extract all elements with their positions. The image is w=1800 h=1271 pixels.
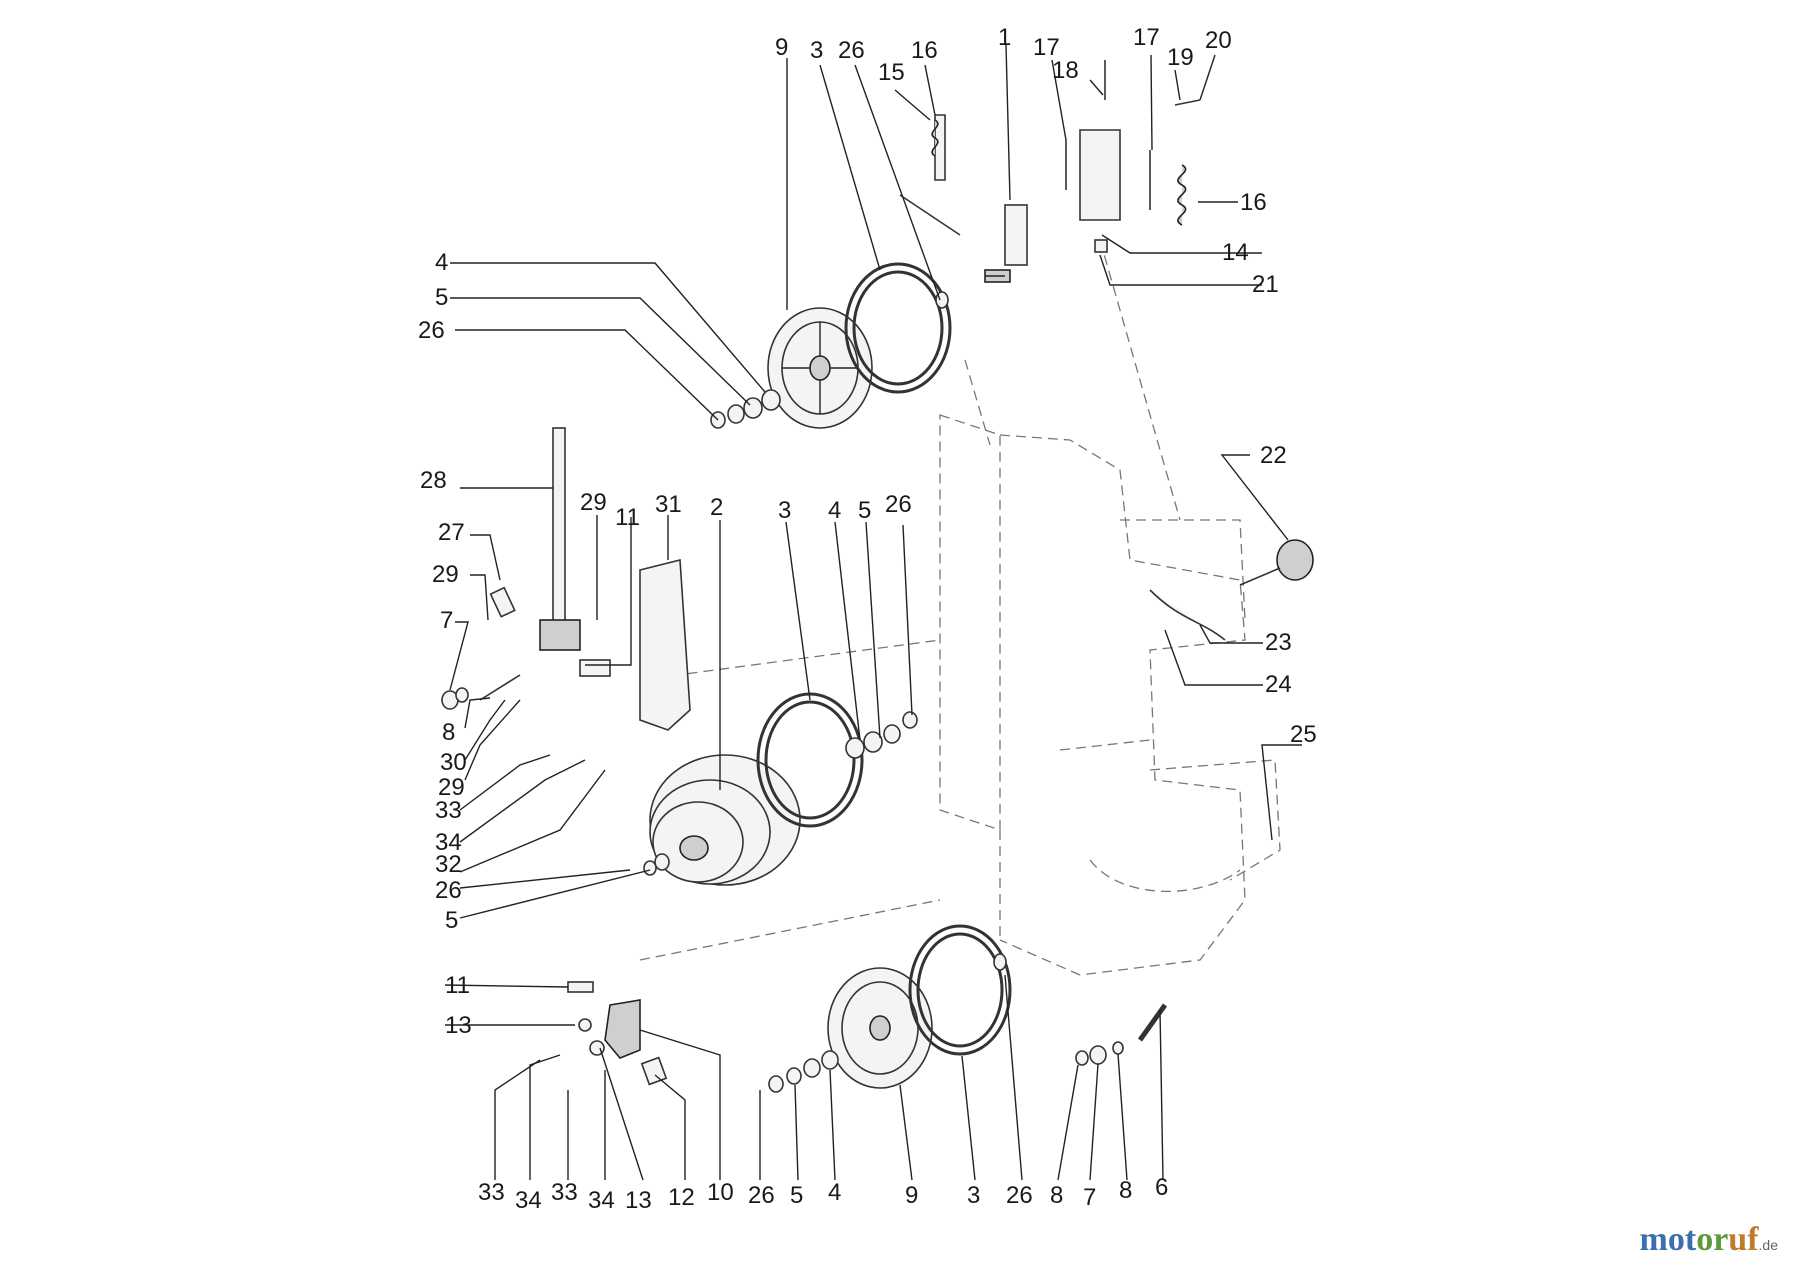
- callout-26: 26: [1006, 1182, 1033, 1209]
- callout-7: 7: [1083, 1184, 1096, 1211]
- callout-3: 3: [810, 37, 823, 64]
- lower-guide-block: [567, 981, 668, 1086]
- callout-26: 26: [418, 317, 445, 344]
- callout-4: 4: [828, 1179, 841, 1206]
- callout-32: 32: [435, 851, 462, 878]
- callout-24: 24: [1265, 671, 1292, 698]
- callout-14: 14: [1222, 239, 1249, 266]
- callout-11: 11: [445, 972, 470, 999]
- tension-knob: [1149, 539, 1314, 641]
- callout-30: 30: [440, 749, 467, 776]
- callout-22: 22: [1260, 442, 1287, 469]
- callout-4: 4: [435, 249, 448, 276]
- callout-15: 15: [878, 59, 905, 86]
- callout-9: 9: [775, 34, 788, 61]
- blade-tension-bracket: [931, 60, 1201, 253]
- callout-13: 13: [625, 1187, 652, 1214]
- callout-16: 16: [911, 37, 938, 64]
- callout-20: 20: [1205, 27, 1232, 54]
- callout-5: 5: [435, 284, 448, 311]
- callout-23: 23: [1265, 629, 1292, 656]
- callout-13: 13: [445, 1012, 472, 1039]
- callout-2: 2: [710, 494, 723, 521]
- upper-guide-post: [441, 427, 611, 710]
- callout-26: 26: [748, 1182, 775, 1209]
- callout-29: 29: [580, 489, 607, 516]
- callout-33: 33: [478, 1179, 505, 1206]
- stepped-motor-pulley: [649, 754, 801, 886]
- upper-shaft-bracket: [899, 114, 1028, 283]
- callout-labels: 9 3 26 15 16 1 17 18 17 19 20 16 14 21 4…: [418, 24, 1317, 1214]
- callout-26: 26: [838, 37, 865, 64]
- callout-5: 5: [858, 497, 871, 524]
- blade-guard: [639, 558, 691, 731]
- callout-17: 17: [1133, 24, 1160, 51]
- callout-29: 29: [438, 774, 465, 801]
- callout-1: 1: [998, 24, 1011, 51]
- callout-26: 26: [435, 877, 462, 904]
- callout-28: 28: [420, 467, 447, 494]
- callout-18: 18: [1052, 57, 1079, 84]
- lower-bearings: [768, 953, 1007, 1093]
- callout-34: 34: [588, 1187, 615, 1214]
- lower-shaft: [1075, 1003, 1168, 1066]
- callout-33: 33: [551, 1179, 578, 1206]
- lower-wheel: [827, 967, 933, 1089]
- callout-12: 12: [668, 1184, 695, 1211]
- drive-belt: [756, 692, 864, 828]
- motor-bearings: [643, 711, 918, 876]
- callout-7: 7: [440, 607, 453, 634]
- callout-34: 34: [435, 829, 462, 856]
- callout-11: 11: [615, 504, 640, 531]
- callout-4: 4: [828, 497, 841, 524]
- upper-wheel-tyre: [844, 262, 952, 394]
- callout-5: 5: [790, 1182, 803, 1209]
- callout-3: 3: [967, 1182, 980, 1209]
- lower-wheel-tyre: [908, 924, 1012, 1056]
- callout-34: 34: [515, 1187, 542, 1214]
- upper-bearings: [710, 291, 949, 429]
- callout-17: 17: [1033, 34, 1060, 61]
- upper-wheel: [767, 307, 873, 429]
- callout-9: 9: [905, 1182, 918, 1209]
- callout-33: 33: [435, 797, 462, 824]
- callout-27: 27: [438, 519, 465, 546]
- callout-25: 25: [1290, 721, 1317, 748]
- callout-8: 8: [1119, 1177, 1132, 1204]
- callout-5: 5: [445, 907, 458, 934]
- callout-31: 31: [655, 491, 682, 518]
- callout-10: 10: [707, 1179, 734, 1206]
- callout-19: 19: [1167, 44, 1194, 71]
- brand-logo: motoruf.de: [1639, 1221, 1778, 1258]
- callout-26: 26: [885, 491, 912, 518]
- callout-6: 6: [1155, 1174, 1168, 1201]
- callout-21: 21: [1252, 271, 1279, 298]
- callout-8: 8: [442, 719, 455, 746]
- machine-frame-outline: [639, 239, 1281, 976]
- callout-16: 16: [1240, 189, 1267, 216]
- callout-29: 29: [432, 561, 459, 588]
- leader-lines: [444, 44, 1302, 1181]
- callout-3: 3: [778, 497, 791, 524]
- callout-8: 8: [1050, 1182, 1063, 1209]
